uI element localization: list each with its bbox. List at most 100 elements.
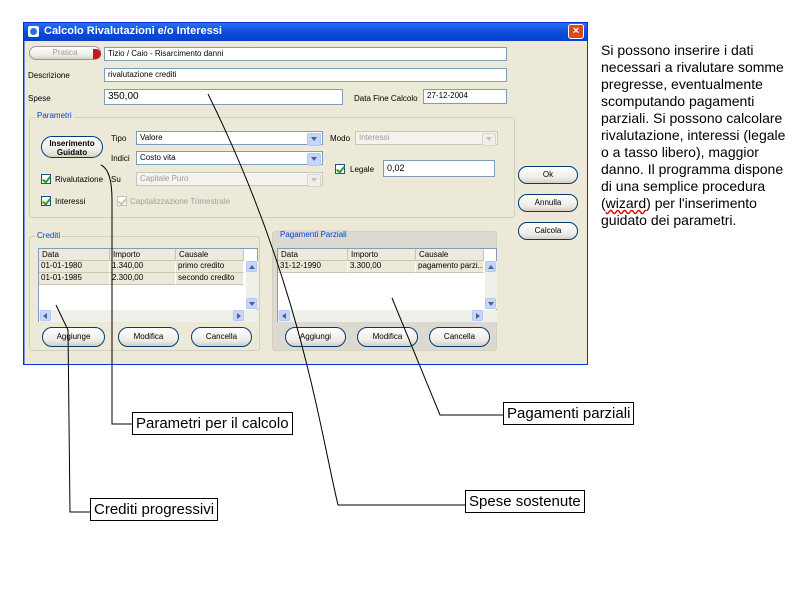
crediti-table[interactable]: Data Importo Causale 01-01-1980 1.340,00… <box>38 248 258 322</box>
crediti-group <box>29 236 260 351</box>
column-header-data[interactable]: Data <box>39 249 110 261</box>
calcola-button[interactable]: Calcola <box>518 222 578 240</box>
su-select-value: Capitale Puro <box>140 174 189 183</box>
cell-causale: primo credito <box>176 261 244 273</box>
chevron-down-icon <box>307 153 321 166</box>
scroll-up-icon[interactable] <box>246 261 257 272</box>
cell-causale: pagamento parzi... <box>416 261 484 273</box>
cell-data: 01-01-1980 <box>39 261 110 273</box>
pagamenti-aggiungi-button[interactable]: Aggiungi <box>285 327 346 347</box>
pagamenti-modifica-button[interactable]: Modifica <box>357 327 418 347</box>
column-header-causale[interactable]: Causale <box>416 249 484 261</box>
cell-importo: 2.300,00 <box>110 273 176 285</box>
tipo-select-value: Valore <box>140 133 163 142</box>
cell-causale: secondo credito <box>176 273 244 285</box>
indici-select-value: Costo vita <box>140 153 176 162</box>
chevron-down-icon <box>482 133 496 146</box>
scroll-right-icon[interactable] <box>472 310 483 321</box>
callout-pagamenti: Pagamenti parziali <box>503 402 635 425</box>
tipo-label: Tipo <box>111 134 127 143</box>
table-row[interactable]: 01-01-1980 1.340,00 primo credito <box>39 261 244 273</box>
chevron-down-icon <box>307 133 321 146</box>
crediti-group-title: Crediti <box>35 231 63 240</box>
indici-select[interactable]: Costo vita <box>136 151 323 166</box>
su-label: Su <box>111 175 121 184</box>
interessi-label: Interessi <box>55 197 86 206</box>
horizontal-scrollbar[interactable] <box>278 310 497 322</box>
scroll-down-icon[interactable] <box>246 298 257 309</box>
crediti-modifica-button[interactable]: Modifica <box>118 327 179 347</box>
title-bar[interactable]: Calcolo Rivalutazioni e/o Interessi × <box>24 23 587 41</box>
legale-checkbox[interactable] <box>335 164 345 174</box>
descrizione-label: Descrizione <box>28 71 70 80</box>
callout-line-parametri <box>100 164 132 425</box>
callout-line-crediti <box>55 304 90 513</box>
data-fine-calcolo-field[interactable]: 27-12-2004 <box>423 89 507 104</box>
modo-label: Modo <box>330 134 351 143</box>
interessi-checkbox[interactable] <box>41 196 51 206</box>
scroll-up-icon[interactable] <box>485 261 496 272</box>
app-icon <box>28 26 39 37</box>
description-part-2: ) per l'inserimento guidato dei parametr… <box>601 195 757 228</box>
callout-line-spese <box>207 93 465 506</box>
spese-label: Spese <box>28 94 51 103</box>
modo-select[interactable]: Interessi <box>355 131 498 146</box>
rivalutazione-checkbox[interactable] <box>41 174 51 184</box>
pagamenti-cancella-button[interactable]: Cancella <box>429 327 490 347</box>
horizontal-scrollbar[interactable] <box>39 310 258 322</box>
data-fine-calcolo-label: Data Fine Calcolo <box>354 94 418 103</box>
descrizione-field[interactable]: rivalutazione crediti <box>104 68 507 82</box>
inserimento-guidato-button[interactable]: Inserimento Guidato <box>41 136 103 158</box>
scroll-down-icon[interactable] <box>485 298 496 309</box>
column-header-data[interactable]: Data <box>278 249 348 261</box>
table-row[interactable]: 01-01-1985 2.300,00 secondo credito <box>39 273 244 285</box>
legale-rate-field[interactable]: 0,02 <box>383 160 495 177</box>
modo-select-value: Interessi <box>359 133 390 142</box>
cell-importo: 3.300,00 <box>348 261 416 273</box>
capitalizzazione-label: Capitalizzazione Trimestrale <box>130 197 231 206</box>
parametri-group <box>29 117 515 218</box>
callout-parametri: Parametri per il calcolo <box>132 412 293 435</box>
cell-data: 31-12-1990 <box>278 261 348 273</box>
pagamenti-group-title: Pagamenti Parziali <box>278 230 349 239</box>
description-wizard-word: wizard <box>605 195 647 211</box>
callout-crediti: Crediti progressivi <box>90 498 219 521</box>
scroll-left-icon[interactable] <box>40 310 51 321</box>
column-header-causale[interactable]: Causale <box>176 249 244 261</box>
wizard-button-line1: Inserimento <box>49 139 95 148</box>
legale-label: Legale <box>350 165 375 174</box>
crediti-aggiunge-button[interactable]: Aggiunge <box>42 327 105 347</box>
cell-data: 01-01-1985 <box>39 273 110 285</box>
table-row[interactable]: 31-12-1990 3.300,00 pagamento parzi... <box>278 261 484 273</box>
indici-label: Indici <box>111 154 130 163</box>
pagamenti-table[interactable]: Data Importo Causale 31-12-1990 3.300,00… <box>277 248 497 322</box>
window-title: Calcolo Rivalutazioni e/o Interessi <box>44 25 222 37</box>
dialog-window: Calcolo Rivalutazioni e/o Interessi × Pr… <box>23 22 588 365</box>
column-header-importo[interactable]: Importo <box>348 249 416 261</box>
tipo-select[interactable]: Valore <box>136 131 323 146</box>
vertical-scrollbar[interactable] <box>485 261 497 309</box>
parametri-group-title: Parametri <box>35 111 74 120</box>
scroll-left-icon[interactable] <box>279 310 290 321</box>
callout-line-pagamenti <box>391 297 503 416</box>
callout-spese: Spese sostenute <box>465 490 585 513</box>
vertical-scrollbar[interactable] <box>246 261 258 309</box>
ok-button[interactable]: Ok <box>518 166 578 184</box>
close-button[interactable]: × <box>568 24 584 39</box>
pratica-button[interactable]: Pratica <box>29 46 101 60</box>
capitalizzazione-checkbox[interactable] <box>117 196 127 206</box>
pratica-button-label: Pratica <box>52 48 78 57</box>
wizard-button-line2: Guidato <box>56 148 88 157</box>
pratica-field[interactable]: Tizio / Caio - Risarcimento danni <box>104 47 507 61</box>
su-select[interactable]: Capitale Puro <box>136 172 323 187</box>
cell-importo: 1.340,00 <box>110 261 176 273</box>
crediti-cancella-button[interactable]: Cancella <box>191 327 252 347</box>
scroll-right-icon[interactable] <box>233 310 244 321</box>
description-part-1: Si possono inserire i dati necessari a r… <box>601 42 786 211</box>
column-header-importo[interactable]: Importo <box>110 249 176 261</box>
spese-field[interactable]: 350,00 <box>104 89 343 105</box>
chevron-down-icon <box>307 174 321 187</box>
arrow-icon <box>93 49 101 59</box>
annulla-button[interactable]: Annulla <box>518 194 578 212</box>
